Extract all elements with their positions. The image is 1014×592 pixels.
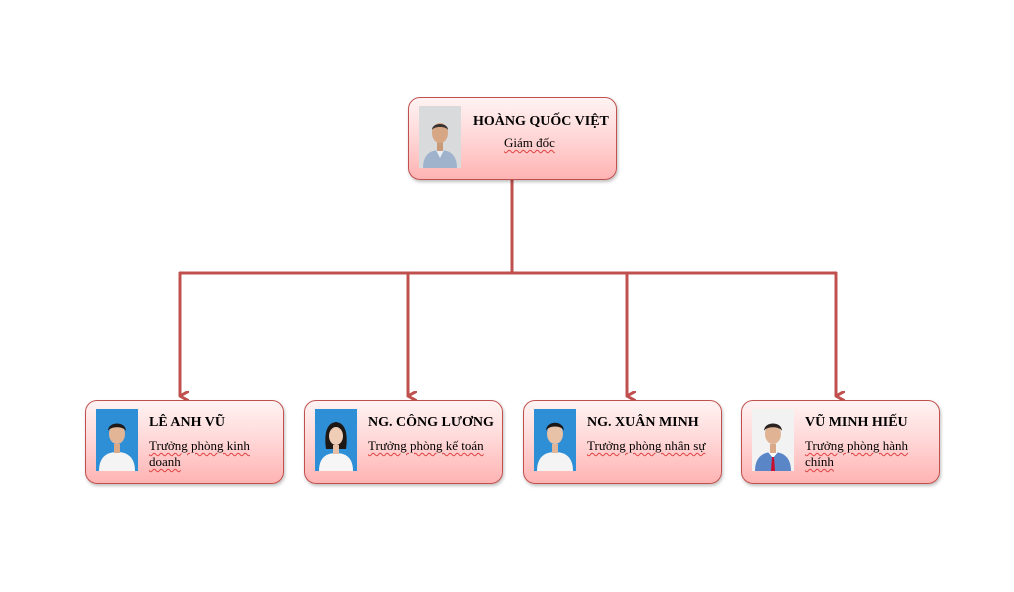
manager-photo-1 (96, 409, 138, 471)
manager-name-1: LÊ ANH VŨ (149, 415, 225, 430)
manager-name-4: VŨ MINH HIẾU (805, 415, 908, 430)
director-photo (419, 106, 461, 168)
manager-name-2: NG. CÔNG LƯƠNG (368, 415, 494, 430)
manager-title-2: Trưởng phòng kế toán (368, 438, 484, 453)
manager-photo-2 (315, 409, 357, 471)
manager-card-2: NG. CÔNG LƯƠNG Trưởng phòng kế toán (304, 400, 503, 484)
director-title: Giám đốc (504, 135, 555, 150)
manager-name-3: NG. XUÂN MINH (587, 415, 699, 430)
manager-title-1: Trưởng phòng kinh doanh (149, 438, 250, 469)
manager-card-4: VŨ MINH HIẾU Trưởng phòng hành chính (741, 400, 940, 484)
manager-card-1: LÊ ANH VŨ Trưởng phòng kinh doanh (85, 400, 284, 484)
director-card: HOÀNG QUỐC VIỆT Giám đốc (408, 97, 617, 180)
manager-photo-4 (752, 409, 794, 471)
director-name: HOÀNG QUỐC VIỆT (473, 114, 609, 129)
manager-photo-3 (534, 409, 576, 471)
manager-title-4: Trưởng phòng hành chính (805, 438, 909, 469)
manager-card-3: NG. XUÂN MINH Trưởng phòng nhân sự (523, 400, 722, 484)
manager-title-3: Trưởng phòng nhân sự (587, 438, 706, 453)
